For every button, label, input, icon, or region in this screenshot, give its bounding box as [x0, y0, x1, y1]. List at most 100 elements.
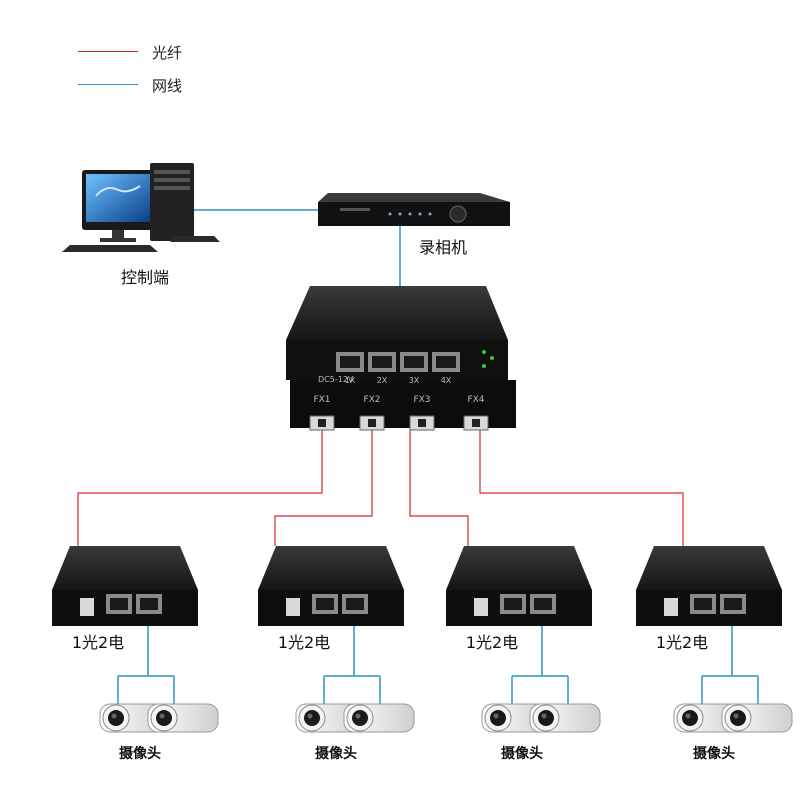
camera-lens-glint: [111, 713, 117, 719]
fiber-port: [286, 598, 300, 616]
main-fiber-switch: DC5-12V: [286, 286, 516, 431]
switch-port-label: 4X: [441, 376, 452, 385]
switch-top: [286, 286, 508, 340]
fiber-port: [80, 598, 94, 616]
legend-fiber-label: 光纤: [152, 44, 183, 62]
world-map-graphic: [95, 185, 141, 197]
pc-tower: [150, 163, 194, 241]
converter-label: 1光2电: [72, 633, 124, 652]
rj45-port-hole: [140, 598, 158, 610]
fiber-line-swatch: [78, 51, 138, 52]
fiber-line: [409, 430, 469, 546]
speaker: [170, 236, 220, 242]
cameras: 摄像头 摄像头 摄像头 摄像头: [99, 703, 793, 762]
camera-label: 摄像头: [501, 745, 543, 762]
camera-pair: 摄像头: [673, 703, 793, 762]
rj45-port-hole: [404, 356, 424, 368]
fiber-port-label: FX1: [313, 395, 330, 405]
converter-top: [52, 546, 198, 590]
media-converter: 1光2电: [446, 546, 592, 652]
converter-top: [636, 546, 782, 590]
cable-line-swatch: [78, 84, 138, 85]
rj45-port-hole: [436, 356, 456, 368]
media-converter: 1光2电: [258, 546, 404, 652]
switch-port-label: 3X: [409, 376, 420, 385]
nvr-knob: [449, 205, 467, 223]
keyboard: [62, 245, 158, 252]
camera-label: 摄像头: [693, 745, 735, 762]
media-converter: 1光2电: [52, 546, 198, 652]
switch-port-label: 2X: [377, 376, 388, 385]
switch-front-upper: [286, 340, 508, 380]
fiber-line: [274, 430, 373, 546]
status-leds: [482, 350, 494, 368]
monitor-screen: [86, 174, 150, 222]
camera-lens-glint: [733, 713, 739, 719]
monitor-stand: [112, 230, 124, 238]
rj45-ports: [336, 352, 460, 372]
camera-lens: [538, 710, 554, 726]
control-computer: [62, 163, 220, 252]
camera-lens-glint: [493, 713, 499, 719]
camera-lens-glint: [159, 713, 165, 719]
drive-bay: [154, 170, 190, 174]
rj45-port-hole: [346, 598, 364, 610]
rj45-port-hole: [504, 598, 522, 610]
camera-lens: [108, 710, 124, 726]
media-converters: 1光2电 1光2电 1光2电 1光2电: [52, 546, 782, 652]
rj45-port-hole: [372, 356, 392, 368]
camera-lens: [730, 710, 746, 726]
fiber-port-label: FX4: [467, 395, 484, 405]
camera-pair: 摄像头: [295, 703, 415, 762]
media-converter: 1光2电: [636, 546, 782, 652]
fiber-port-hole: [472, 419, 480, 427]
camera-lens: [156, 710, 172, 726]
camera-lens: [490, 710, 506, 726]
switch-port-labels: 1X 2X 3X 4X: [345, 376, 452, 385]
rj45-port-hole: [316, 598, 334, 610]
rj45-port-hole: [340, 356, 360, 368]
nvr-top: [318, 193, 510, 202]
fiber-port-labels: FX1 FX2 FX3 FX4: [313, 395, 484, 405]
camera-pair: 摄像头: [99, 703, 219, 762]
converter-label: 1光2电: [466, 633, 518, 652]
fiber-line: [77, 430, 323, 546]
fiber-port-label: FX3: [413, 395, 430, 405]
camera-lens-glint: [541, 713, 547, 719]
camera-label: 摄像头: [315, 745, 357, 762]
fiber-links: [77, 430, 684, 546]
drive-bay: [154, 178, 190, 182]
nvr-label: 录相机: [419, 238, 467, 257]
monitor-base: [100, 238, 136, 242]
rj45-port-hole: [724, 598, 742, 610]
fiber-port-hole: [368, 419, 376, 427]
fiber-port: [474, 598, 488, 616]
camera-lens: [352, 710, 368, 726]
converter-top: [258, 546, 404, 590]
power-label: DC5-12V: [318, 375, 354, 384]
converter-top: [446, 546, 592, 590]
fiber-ports: [309, 415, 489, 431]
drive-bay: [154, 186, 190, 190]
camera-lens-glint: [355, 713, 361, 719]
converter-label: 1光2电: [656, 633, 708, 652]
camera-label: 摄像头: [119, 745, 161, 762]
nvr-indicator: [340, 208, 370, 211]
legend-cable-label: 网线: [152, 77, 183, 95]
rj45-port-hole: [694, 598, 712, 610]
rj45-port-hole: [110, 598, 128, 610]
fiber-port-hole: [318, 419, 326, 427]
fiber-port: [664, 598, 678, 616]
fiber-port-label: FX2: [363, 395, 380, 405]
camera-pair: 摄像头: [481, 703, 601, 762]
switch-port-label: 1X: [345, 376, 356, 385]
camera-lens: [304, 710, 320, 726]
fiber-line: [479, 430, 684, 546]
rj45-port-hole: [534, 598, 552, 610]
nvr-front: [318, 202, 510, 226]
converter-label: 1光2电: [278, 633, 330, 652]
camera-lens-glint: [307, 713, 313, 719]
fiber-port-hole: [418, 419, 426, 427]
nvr-recorder: [318, 193, 510, 226]
